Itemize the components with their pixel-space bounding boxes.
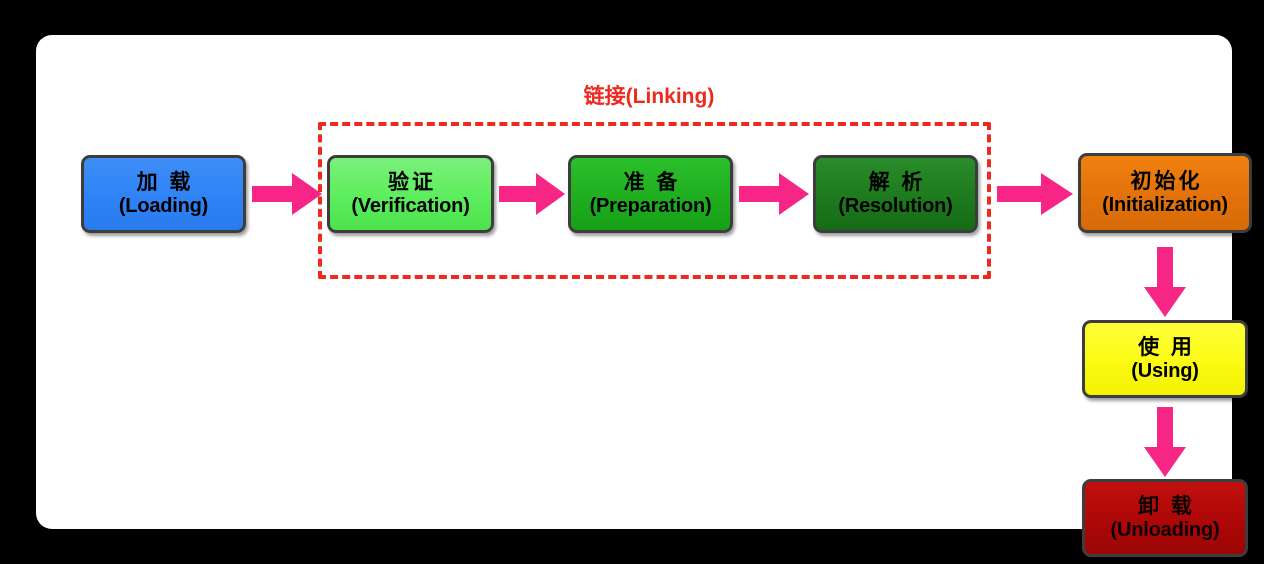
arrow-right-icon-preparation-to-resolution xyxy=(739,173,809,215)
node-unloading[interactable]: 卸 载 (Unloading) xyxy=(1082,479,1248,557)
node-unloading-en: (Unloading) xyxy=(1110,519,1220,542)
node-loading[interactable]: 加 载 (Loading) xyxy=(81,155,246,233)
arrow-right-icon-resolution-to-initialization xyxy=(997,173,1073,215)
arrow-right-icon-loading-to-verification xyxy=(252,173,322,215)
node-resolution-en: (Resolution) xyxy=(838,195,953,218)
node-resolution[interactable]: 解 析 (Resolution) xyxy=(813,155,978,233)
linking-group-box xyxy=(318,122,991,279)
node-resolution-cn: 解 析 xyxy=(868,170,926,194)
node-loading-cn: 加 载 xyxy=(136,170,194,194)
node-using-en: (Using) xyxy=(1131,360,1199,383)
node-preparation-en: (Preparation) xyxy=(589,195,712,218)
node-verification-cn: 验证 xyxy=(388,170,436,194)
node-unloading-cn: 卸 载 xyxy=(1138,494,1195,518)
arrow-right-icon-verification-to-preparation xyxy=(499,173,565,215)
node-preparation-cn: 准 备 xyxy=(623,170,681,194)
arrow-down-icon-initialization-to-using xyxy=(1144,247,1186,317)
node-loading-en: (Loading) xyxy=(118,195,209,218)
node-initialization[interactable]: 初始化 (Initialization) xyxy=(1078,153,1252,233)
node-using-cn: 使 用 xyxy=(1138,335,1195,359)
node-preparation[interactable]: 准 备 (Preparation) xyxy=(568,155,733,233)
arrow-down-icon-using-to-unloading xyxy=(1144,407,1186,477)
linking-group-label: 链接(Linking) xyxy=(583,85,715,108)
node-using[interactable]: 使 用 (Using) xyxy=(1082,320,1248,398)
node-verification-en: (Verification) xyxy=(351,195,470,218)
diagram-panel: 链接(Linking) 加 载 (Loading) 验证 (Verificati… xyxy=(36,35,1252,557)
node-initialization-en: (Initialization) xyxy=(1102,194,1228,217)
node-initialization-cn: 初始化 xyxy=(1130,169,1203,193)
node-verification[interactable]: 验证 (Verification) xyxy=(327,155,494,233)
